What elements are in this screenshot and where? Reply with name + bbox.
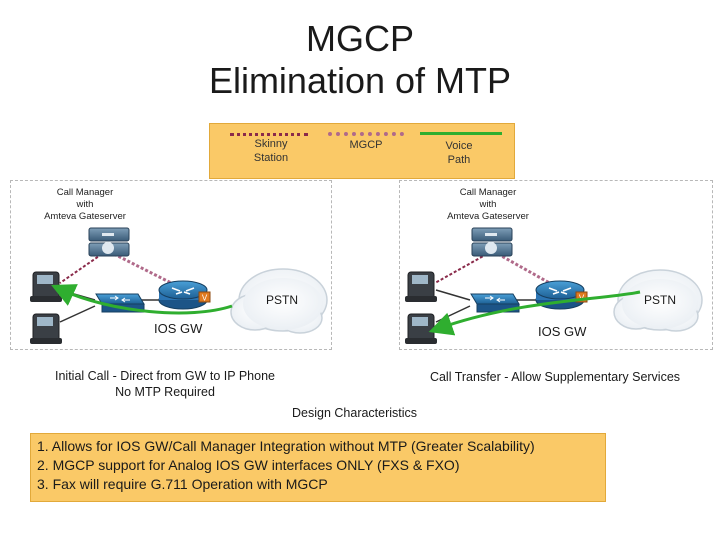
legend: Skinny Station MGCP Voice Path bbox=[209, 123, 515, 179]
design-item-3: 3. Fax will require G.711 Operation with… bbox=[37, 476, 328, 492]
left-ip-phone-top bbox=[30, 271, 62, 302]
right-ip-phone-top bbox=[405, 271, 437, 302]
left-ip-phone-bottom bbox=[30, 313, 62, 344]
left-router-tag: V bbox=[202, 294, 208, 303]
legend-voice-label: Voice Path bbox=[445, 140, 473, 166]
right-call-manager-label: Call Manager with Amteva Gateserver bbox=[447, 187, 529, 222]
legend-voice-line bbox=[420, 132, 502, 135]
slide-title: MGCP Elimination of MTP bbox=[0, 18, 720, 102]
legend-mgcp-label: MGCP bbox=[349, 139, 383, 151]
left-call-manager-label: Call Manager with Amteva Gateserver bbox=[44, 187, 126, 222]
legend-skinny-line bbox=[230, 133, 308, 136]
right-diagram-panel bbox=[399, 180, 713, 350]
legend-mgcp-line bbox=[328, 132, 404, 136]
legend-skinny-label: Skinny Station bbox=[253, 138, 289, 164]
left-router bbox=[158, 280, 211, 310]
design-characteristics-heading: Design Characteristics bbox=[292, 406, 418, 420]
right-diagram-caption: Call Transfer - Allow Supplementary Serv… bbox=[429, 370, 681, 384]
title-line-2: Elimination of MTP bbox=[208, 60, 512, 101]
design-item-2: 2. MGCP support for Analog IOS GW interf… bbox=[37, 457, 460, 473]
design-characteristics-box: 1. Allows for IOS GW/Call Manager Integr… bbox=[30, 433, 606, 502]
left-pstn-label: PSTN bbox=[266, 293, 299, 307]
left-ios-gw-label: IOS GW bbox=[154, 321, 203, 336]
right-pstn-cloud bbox=[613, 269, 703, 332]
right-voice-path bbox=[428, 290, 641, 336]
right-pstn-label: PSTN bbox=[644, 293, 677, 307]
left-pstn-cloud bbox=[230, 268, 328, 334]
left-voice-path bbox=[51, 284, 233, 315]
design-item-1: 1. Allows for IOS GW/Call Manager Integr… bbox=[37, 438, 535, 454]
right-ios-gw-label: IOS GW bbox=[538, 324, 587, 339]
left-call-manager-server bbox=[88, 227, 130, 257]
left-diagram-caption: Initial Call - Direct from GW to IP Phon… bbox=[55, 369, 275, 399]
right-call-manager-server bbox=[471, 227, 513, 257]
right-ip-phone-bottom bbox=[405, 313, 437, 344]
title-line-1: MGCP bbox=[306, 18, 414, 59]
left-diagram-panel bbox=[10, 180, 332, 350]
